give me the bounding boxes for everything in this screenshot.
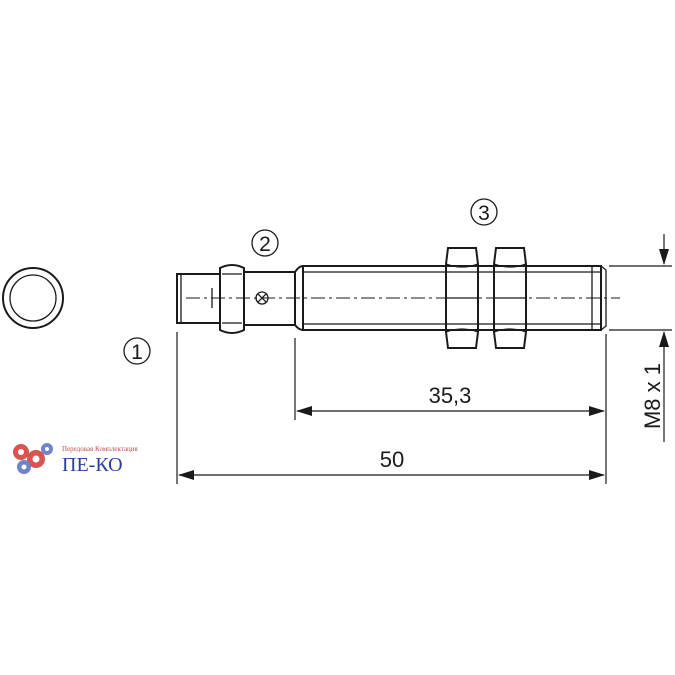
- end-view: [2, 267, 64, 329]
- logo-name: ПЕ-КО: [62, 454, 123, 476]
- company-logo: Передовая Комплектация ПЕ-КО: [13, 443, 139, 476]
- dim-label-total-length: 50: [380, 447, 404, 472]
- dimension-thread-length: 35,3: [296, 383, 605, 416]
- dim-label-thread-length: 35,3: [429, 383, 472, 408]
- logo-tagline: Передовая Комплектация: [62, 445, 139, 453]
- svg-text:2: 2: [259, 233, 271, 256]
- sensor-body: [176, 247, 620, 349]
- gears-icon: [13, 443, 53, 474]
- callout-3: 3: [470, 198, 498, 226]
- dimension-thread-size: M8 x 1: [640, 234, 669, 442]
- dim-label-thread-size: M8 x 1: [640, 363, 665, 429]
- callout-2: 2: [251, 229, 279, 257]
- dimension-total-length: 50: [178, 447, 605, 480]
- svg-text:1: 1: [131, 341, 143, 364]
- svg-text:3: 3: [478, 202, 490, 225]
- callout-1: 1: [123, 337, 151, 365]
